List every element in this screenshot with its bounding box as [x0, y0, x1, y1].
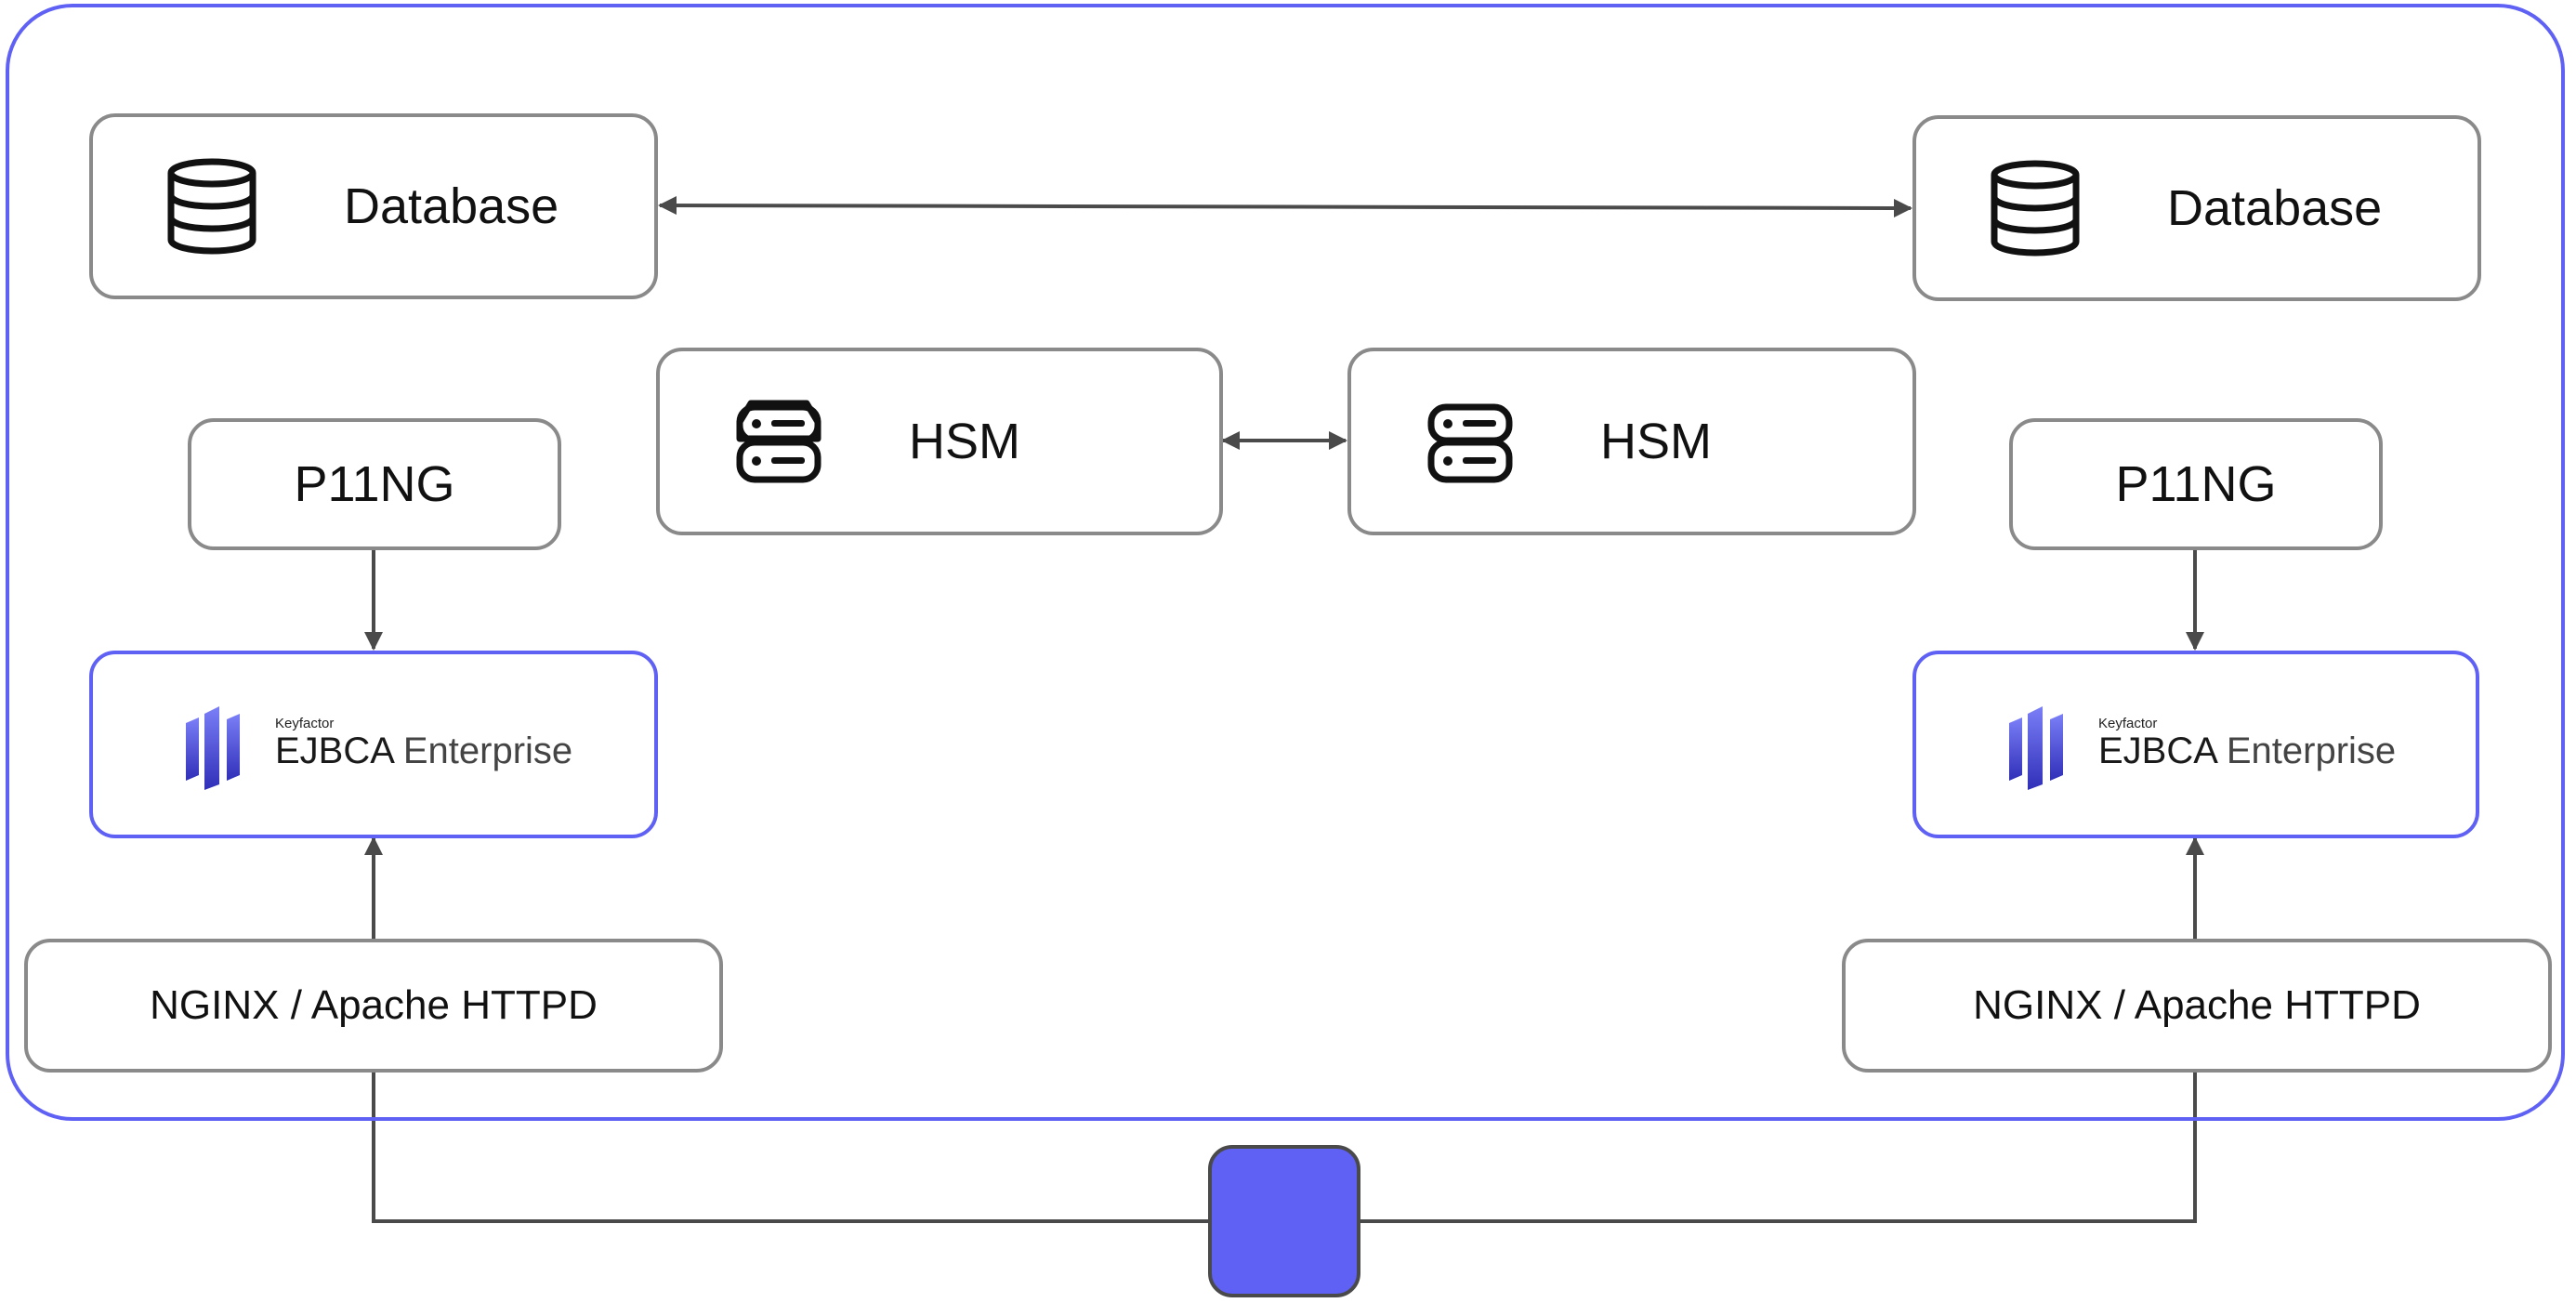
hsm-box-right[interactable]: HSM: [1347, 348, 1916, 535]
proxy-box-left[interactable]: NGINX / Apache HTTPD: [24, 939, 723, 1073]
p11ng-label-left: P11NG: [294, 456, 455, 512]
proxy-box-right[interactable]: NGINX / Apache HTTPD: [1842, 939, 2552, 1073]
ejbca-edition-right: Enterprise: [2226, 730, 2397, 771]
ejbca-brand-right: Keyfactor: [2098, 716, 2158, 731]
ejbca-box-left[interactable]: Keyfactor EJBCA Enterprise: [89, 651, 658, 838]
server-icon: [736, 400, 821, 483]
proxy-label-right: NGINX / Apache HTTPD: [1973, 982, 2421, 1028]
database-box-right[interactable]: Database: [1912, 115, 2481, 301]
ejbca-product-name-left: EJBCA: [275, 730, 393, 771]
database-box-left[interactable]: Database: [89, 113, 658, 299]
ejbca-logo-icon: [2009, 706, 2063, 790]
ejbca-box-right[interactable]: Keyfactor EJBCA Enterprise: [1912, 651, 2479, 838]
database-icon: [1991, 160, 2080, 257]
database-label-right: Database: [2167, 180, 2383, 236]
cluster-boundary: [6, 4, 2565, 1121]
p11ng-box-left[interactable]: P11NG: [188, 418, 561, 550]
server-icon: [1427, 403, 1513, 483]
hsm-label-right: HSM: [1600, 414, 1712, 469]
ejbca-edition-left: Enterprise: [402, 730, 573, 771]
p11ng-box-right[interactable]: P11NG: [2009, 418, 2383, 550]
database-label-left: Database: [344, 178, 559, 234]
ejbca-product-name-right: EJBCA: [2098, 730, 2216, 771]
database-icon: [167, 158, 256, 255]
ejbca-brand-left: Keyfactor: [275, 716, 335, 731]
hsm-label-left: HSM: [909, 414, 1020, 469]
ejbca-product-left: EJBCA Enterprise: [275, 730, 572, 772]
p11ng-label-right: P11NG: [2115, 456, 2277, 512]
load-balancer-block[interactable]: [1208, 1145, 1360, 1297]
connector-lb-proxy-left: [372, 1060, 1208, 1223]
ejbca-logo-icon: [186, 706, 240, 790]
hsm-box-left[interactable]: HSM: [656, 348, 1223, 535]
ejbca-product-right: EJBCA Enterprise: [2098, 730, 2396, 772]
connector-lb-proxy-right: [1360, 1060, 2197, 1223]
proxy-label-left: NGINX / Apache HTTPD: [150, 982, 598, 1028]
connector-database-sync: [658, 196, 1912, 217]
